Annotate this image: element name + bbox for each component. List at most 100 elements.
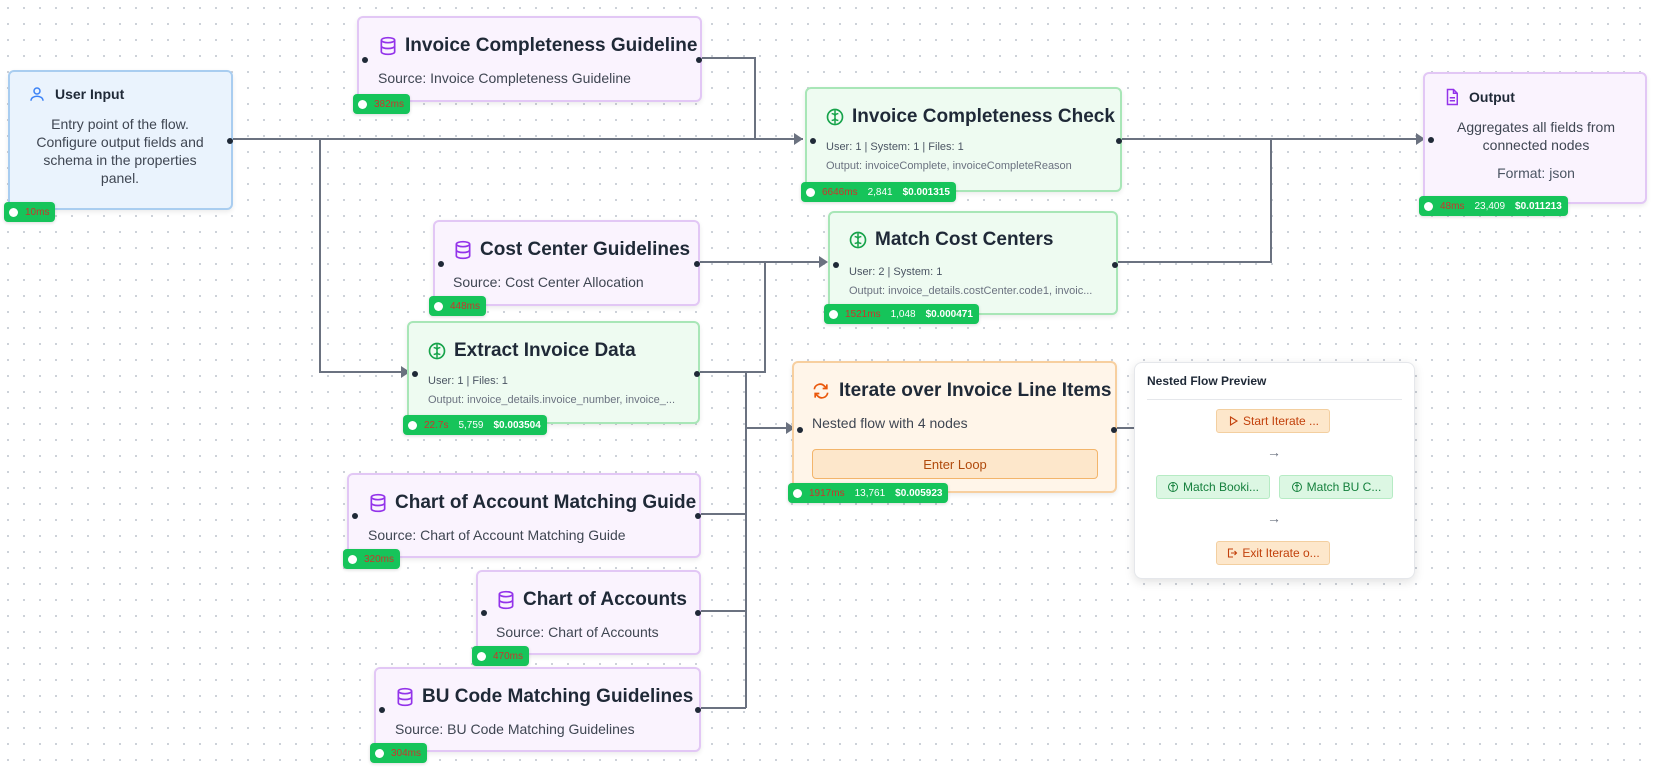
output-handle[interactable] xyxy=(696,57,702,63)
input-handle[interactable] xyxy=(379,707,385,713)
input-handle[interactable] xyxy=(481,610,487,616)
token-count: 13,761 xyxy=(854,487,886,499)
node-cost-center-guidelines[interactable]: Cost Center Guidelines Source: Cost Cent… xyxy=(429,220,700,316)
status-dot xyxy=(358,99,367,109)
node-title: Chart of Accounts xyxy=(523,589,687,610)
output-handle[interactable] xyxy=(1112,262,1118,268)
output-handle[interactable] xyxy=(695,610,701,616)
execution-badge: 22.7s 5,759 $0.003504 xyxy=(403,415,547,435)
node-user-input[interactable]: User Input Entry point of the flow. Conf… xyxy=(4,70,233,222)
node-bu-code-matching-guidelines[interactable]: BU Code Matching Guidelines Source: BU C… xyxy=(370,667,701,763)
execution-time: 470ms xyxy=(493,650,524,662)
execution-badge: 48ms 23,409 $0.011213 xyxy=(1419,196,1568,216)
document-icon xyxy=(1446,88,1458,106)
input-handle[interactable] xyxy=(362,57,368,63)
node-title: Invoice Completeness Check xyxy=(852,106,1115,127)
chip-label: Match Booki... xyxy=(1182,480,1260,494)
input-handle[interactable] xyxy=(412,371,418,377)
database-icon xyxy=(455,240,471,260)
node-title: Cost Center Guidelines xyxy=(480,239,691,260)
node-title: Chart of Account Matching Guide xyxy=(395,492,697,513)
output-format: Format: json xyxy=(1497,165,1575,181)
brain-icon xyxy=(1167,482,1178,492)
execution-time: 1521ms xyxy=(845,308,881,320)
play-icon xyxy=(1229,416,1239,426)
output-handle[interactable] xyxy=(227,138,233,144)
execution-badge: 320ms xyxy=(343,549,401,569)
input-handle[interactable] xyxy=(797,427,803,433)
token-count: 5,759 xyxy=(458,419,484,431)
edge-extract-to-match xyxy=(698,262,766,373)
database-icon xyxy=(397,687,413,707)
execution-time: 382ms xyxy=(374,98,405,110)
preview-match-booking-node: Match Booki... xyxy=(1156,475,1270,499)
node-source: Source: Chart of Account Matching Guide xyxy=(368,527,626,543)
output-handle[interactable] xyxy=(695,707,701,713)
execution-badge: 382ms xyxy=(353,94,411,114)
execution-badge: 470ms xyxy=(472,646,530,666)
output-handle[interactable] xyxy=(1111,427,1117,433)
node-title: Iterate over Invoice Line Items xyxy=(839,380,1112,401)
edge-kb-bus-to-loop xyxy=(745,372,788,708)
arrow-right-icon: → xyxy=(1267,444,1281,460)
status-dot xyxy=(793,488,802,498)
preview-match-bu-node: Match BU C... xyxy=(1279,475,1393,499)
execution-time: 448ms xyxy=(450,300,481,312)
output-handle[interactable] xyxy=(695,513,701,519)
preview-start-node: Start Iterate ... xyxy=(1216,409,1330,433)
input-handle[interactable] xyxy=(1428,137,1434,143)
cost-value: $0.001315 xyxy=(902,186,950,198)
status-dot xyxy=(477,651,486,661)
brain-icon xyxy=(428,342,446,360)
execution-time: 1917ms xyxy=(809,487,845,499)
status-dot xyxy=(348,554,357,564)
arrow-right-icon: → xyxy=(1267,510,1281,526)
status-dot xyxy=(9,207,18,217)
cost-value: $0.003504 xyxy=(493,419,541,431)
node-description: Entry point of the flow. Configure outpu… xyxy=(36,116,204,186)
input-handle[interactable] xyxy=(438,261,444,267)
status-dot xyxy=(806,187,815,197)
node-iterate-line-items[interactable]: Iterate over Invoice Line Items Nested f… xyxy=(788,361,1117,503)
node-source: Source: Invoice Completeness Guideline xyxy=(378,70,631,86)
database-icon xyxy=(370,493,386,513)
chip-label: Exit Iterate o... xyxy=(1242,546,1320,560)
node-invoice-completeness-check[interactable]: Invoice Completeness Check User: 1 | Sys… xyxy=(801,87,1122,202)
output-handle[interactable] xyxy=(694,261,700,267)
node-match-cost-centers[interactable]: Match Cost Centers User: 2 | System: 1 O… xyxy=(824,211,1118,324)
output-handle[interactable] xyxy=(1116,138,1122,144)
brain-icon xyxy=(849,231,867,249)
node-extract-invoice-data[interactable]: Extract Invoice Data User: 1 | Files: 1 … xyxy=(403,321,700,435)
user-icon xyxy=(30,87,44,101)
execution-badge: 304ms xyxy=(370,743,428,763)
node-output-fields: Output: invoice_details.costCenter.code1… xyxy=(849,285,1093,297)
execution-badge: 1521ms 1,048 $0.000471 xyxy=(824,304,979,324)
enter-loop-button[interactable]: Enter Loop xyxy=(812,449,1098,479)
node-source: Source: BU Code Matching Guidelines xyxy=(395,721,635,737)
node-invoice-completeness-guideline[interactable]: Invoice Completeness Guideline Source: I… xyxy=(353,16,702,114)
arrowhead-match-cost-centers xyxy=(819,256,828,268)
edge-match-to-output xyxy=(1113,139,1272,263)
edge-user-to-extract xyxy=(319,139,403,373)
node-output[interactable]: Output Aggregates all fields from connec… xyxy=(1419,72,1647,216)
node-source: Source: Cost Center Allocation xyxy=(453,274,644,290)
output-handle[interactable] xyxy=(694,371,700,377)
database-icon xyxy=(380,36,396,56)
status-dot xyxy=(375,748,384,758)
input-handle[interactable] xyxy=(352,513,358,519)
execution-time: 304ms xyxy=(391,747,422,759)
node-meta: User: 2 | System: 1 xyxy=(849,266,943,278)
nested-flow-preview: Nested Flow Preview Start Iterate ... → … xyxy=(1134,362,1415,579)
preview-exit-node: Exit Iterate o... xyxy=(1216,541,1330,565)
input-handle[interactable] xyxy=(833,262,839,268)
node-chart-of-account-matching-guide[interactable]: Chart of Account Matching Guide Source: … xyxy=(343,473,701,569)
cost-value: $0.005923 xyxy=(895,487,943,499)
node-title: BU Code Matching Guidelines xyxy=(422,686,694,707)
node-chart-of-accounts[interactable]: Chart of Accounts Source: Chart of Accou… xyxy=(472,570,701,666)
input-handle[interactable] xyxy=(810,138,816,144)
execution-badge: 6646ms 2,841 $0.001315 xyxy=(801,182,956,202)
brain-icon xyxy=(1291,482,1302,492)
node-description: Nested flow with 4 nodes xyxy=(812,415,968,431)
cost-value: $0.011213 xyxy=(1515,200,1562,212)
